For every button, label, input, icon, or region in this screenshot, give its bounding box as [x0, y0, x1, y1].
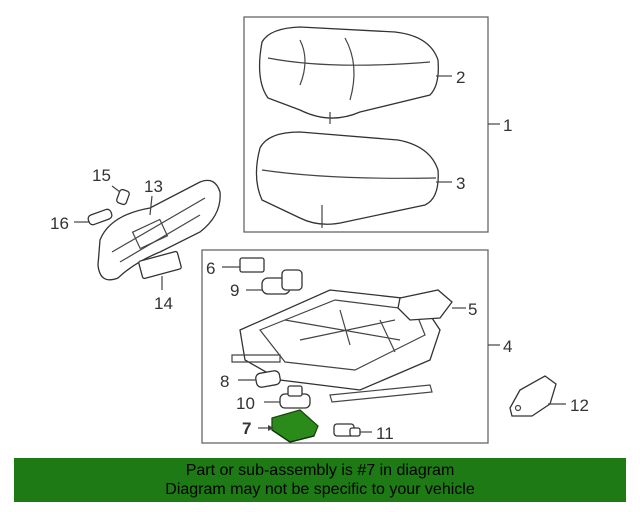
callout-8: 8: [220, 372, 229, 391]
callout-11: 11: [376, 424, 394, 443]
callout-14: 14: [154, 294, 173, 313]
banner-line-1: Part or sub-assembly is #7 in diagram: [185, 462, 455, 479]
callout-15: 15: [92, 166, 111, 185]
callout-6: 6: [206, 259, 215, 278]
info-banner: Part or sub-assembly is #7 in diagram Di…: [14, 458, 626, 502]
callout-4: 4: [503, 337, 512, 356]
highlighted-module[interactable]: [271, 409, 319, 443]
side-shield: [97, 179, 221, 281]
motor-upper: [261, 269, 303, 295]
callout-16: 16: [50, 214, 69, 233]
frame-group-box: [201, 249, 489, 444]
callout-13: 13: [144, 177, 163, 196]
lumbar-pump: [397, 289, 453, 321]
callout-9: 9: [230, 281, 239, 300]
bracket: [509, 375, 557, 417]
parts-diagram: 1 2 3 4 5 6 7 8 9 10 11 12 13 14 15 16: [50, 16, 589, 444]
switch: [138, 250, 182, 280]
seat-pad: [255, 131, 439, 228]
callout-10: 10: [236, 394, 255, 413]
lever-cap: [87, 208, 113, 226]
callout-3: 3: [456, 174, 465, 193]
seat-cover: [258, 26, 439, 124]
motor-lower: [255, 370, 281, 388]
motor-height: [279, 385, 311, 409]
banner-line-2: Diagram may not be specific to your vehi…: [165, 481, 475, 498]
knob: [116, 188, 130, 206]
connector: [333, 423, 361, 437]
callout-7: 7: [242, 419, 251, 438]
callout-5: 5: [468, 300, 477, 319]
sensor: [239, 257, 265, 273]
callout-12: 12: [570, 396, 589, 415]
seat-frame: [231, 289, 441, 403]
callout-2: 2: [456, 68, 465, 87]
callout-1: 1: [503, 116, 512, 135]
